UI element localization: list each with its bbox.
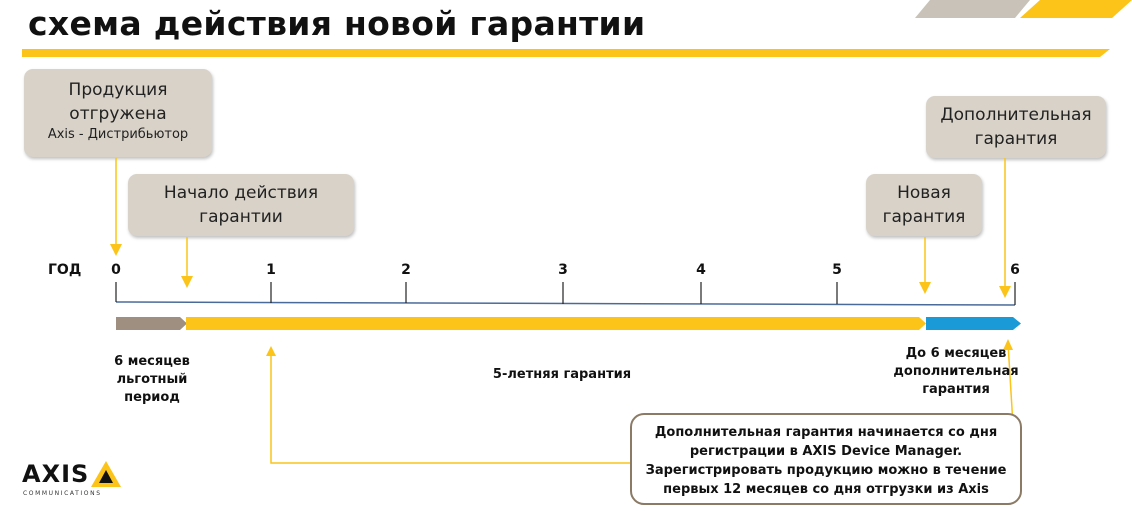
- axis-logo-subtitle: COMMUNICATIONS: [23, 490, 102, 497]
- axis-line: [115, 301, 1016, 306]
- label-extra-line3: гарантия: [922, 382, 990, 397]
- tick-label-5: 5: [832, 262, 842, 278]
- tick-label-2: 2: [401, 262, 411, 278]
- page-title: схема действия новой гарантии: [28, 4, 646, 43]
- tick-label-1: 1: [266, 262, 276, 278]
- connector-note-right-arrowhead: [1003, 339, 1013, 350]
- box-product-shipped: Продукция отгружена Axis - Дистрибьютор: [24, 69, 212, 157]
- axis-logo: AXIS COMMUNICATIONS: [22, 458, 132, 500]
- tick-label-4: 4: [696, 262, 706, 278]
- note-line2: регистрации в AXIS Device Manager.: [689, 444, 963, 459]
- bar-five-year-warranty: [186, 317, 926, 330]
- box-new-warranty: Новая гарантия: [866, 174, 982, 236]
- label-extra-line2: дополнительная: [893, 364, 1019, 379]
- box-extra-warranty-line2: гарантия: [974, 129, 1058, 149]
- note-line1: Дополнительная гарантия начинается со дн…: [654, 425, 998, 440]
- box-new-warranty-line2: гарантия: [882, 207, 966, 227]
- tick-label-6: 6: [1010, 262, 1020, 278]
- header-stripe-gray: [915, 0, 1030, 18]
- title-underline: [22, 49, 1110, 57]
- year-axis-label: ГОД: [48, 262, 82, 278]
- box-extra-warranty: Дополнительная гарантия: [926, 96, 1106, 158]
- axis-logo-text: AXIS: [22, 460, 90, 488]
- label-extra-line1: До 6 месяцев: [905, 346, 1007, 361]
- label-grace-line3: период: [124, 390, 180, 405]
- note-line3: Зарегистрировать продукцию можно в течен…: [645, 463, 1007, 478]
- tick-label-3: 3: [558, 262, 568, 278]
- header-stripe-yellow: [1020, 0, 1132, 18]
- label-five-year-warranty: 5-летняя гарантия: [492, 367, 632, 382]
- note-line4: первых 12 месяцев со дня отгрузки из Axi…: [663, 482, 989, 497]
- box-product-shipped-line1: Продукция: [68, 80, 168, 100]
- label-extra-warranty: До 6 месяцев дополнительная гарантия: [886, 345, 1026, 399]
- registration-note: Дополнительная гарантия начинается со дн…: [630, 413, 1022, 505]
- bar-grace-period: [116, 317, 187, 330]
- bar-extra-warranty: [926, 317, 1021, 330]
- connector-note-arrowhead: [266, 346, 276, 356]
- box-product-shipped-sub: Axis - Дистрибьютор: [47, 127, 189, 142]
- header-decoration: [22, 0, 1132, 57]
- box-warranty-start-line2: гарантии: [199, 207, 283, 227]
- label-grace-period: 6 месяцев льготный период: [92, 353, 212, 407]
- label-grace-line2: льготный: [116, 372, 188, 387]
- connector-note: [270, 350, 632, 464]
- box-product-shipped-line2: отгружена: [69, 104, 167, 124]
- box-warranty-start: Начало действия гарантии: [128, 174, 354, 236]
- axis-logo-triangle-icon: [91, 461, 121, 487]
- box-new-warranty-line1: Новая: [897, 183, 951, 203]
- box-warranty-start-line1: Начало действия: [163, 183, 319, 203]
- label-grace-line1: 6 месяцев: [114, 354, 190, 369]
- tick-label-0: 0: [111, 262, 121, 278]
- box-extra-warranty-line1: Дополнительная: [940, 105, 1092, 125]
